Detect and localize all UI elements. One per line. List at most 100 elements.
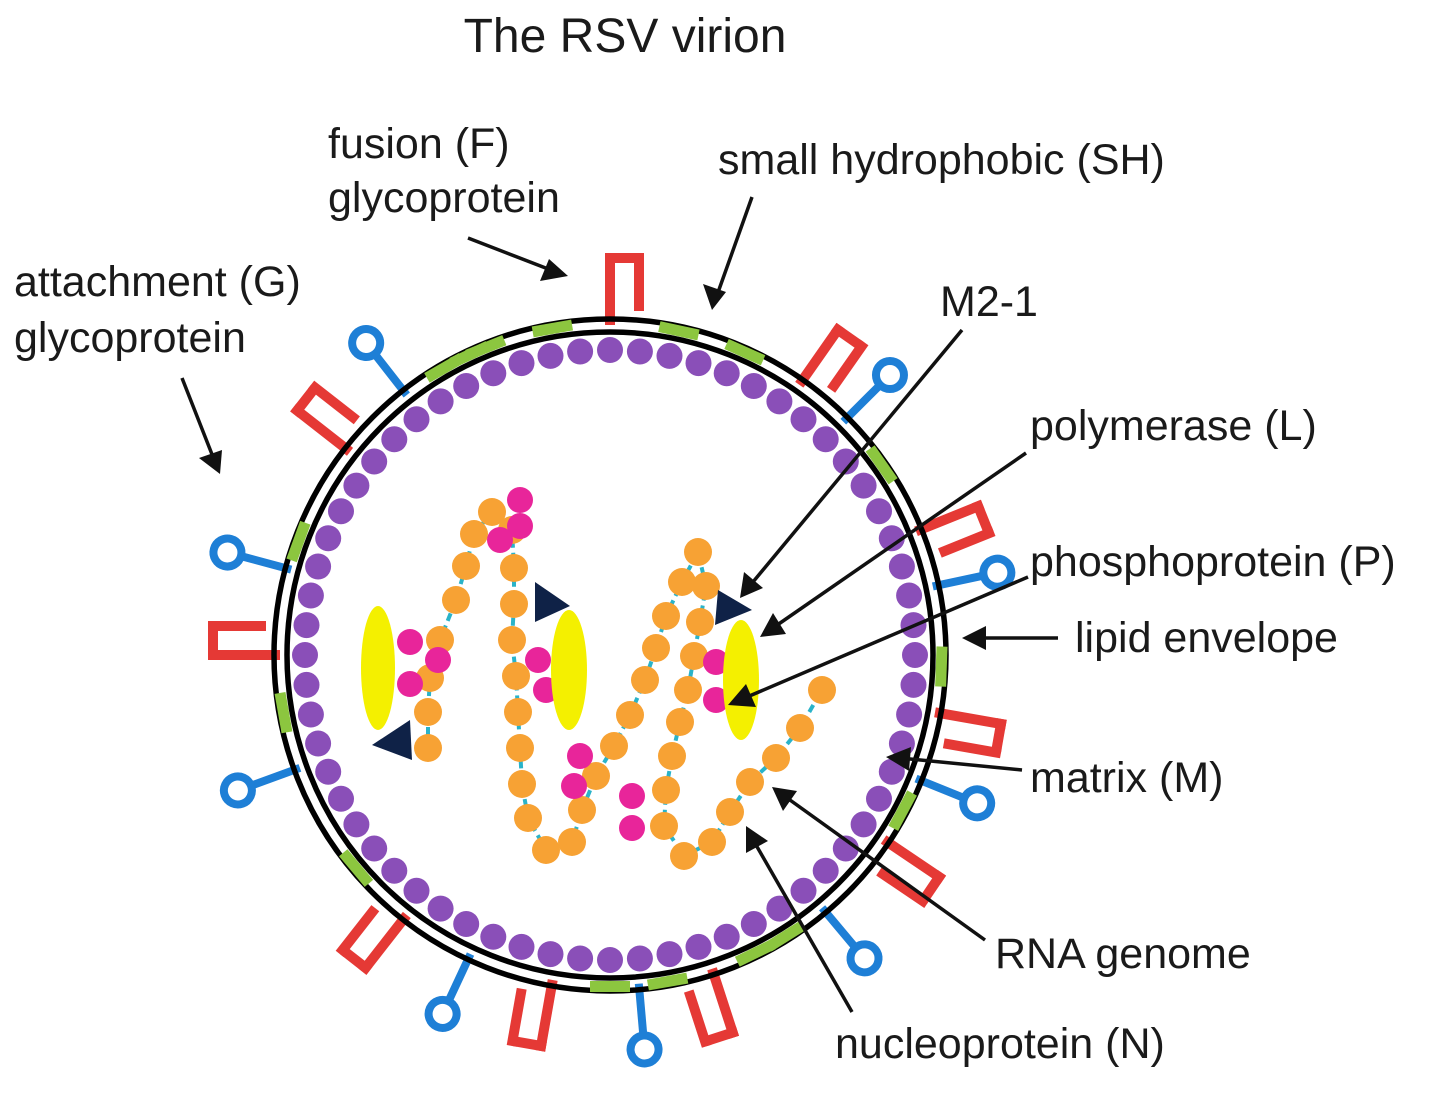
matrix-protein bbox=[427, 388, 454, 415]
matrix-protein bbox=[832, 835, 859, 862]
matrix-protein bbox=[866, 785, 892, 812]
matrix-protein bbox=[328, 498, 354, 525]
phosphoprotein bbox=[561, 773, 587, 799]
matrix-protein bbox=[812, 857, 839, 884]
phosphoprotein bbox=[487, 527, 513, 553]
nucleoprotein bbox=[514, 804, 542, 832]
matrix-protein bbox=[896, 582, 923, 609]
nucleoprotein bbox=[652, 776, 680, 804]
nucleoproteins bbox=[414, 498, 836, 870]
matrix-protein bbox=[812, 426, 839, 453]
matrix-protein bbox=[292, 642, 318, 668]
matrix-protein bbox=[685, 933, 712, 960]
nucleoprotein bbox=[500, 554, 528, 582]
nucleoprotein bbox=[674, 676, 702, 704]
matrix-protein-layer bbox=[292, 337, 928, 973]
matrix-protein bbox=[537, 941, 564, 968]
nucleoprotein bbox=[414, 734, 442, 762]
nucleoprotein bbox=[786, 714, 814, 742]
nucleoprotein bbox=[442, 586, 470, 614]
matrix-protein bbox=[305, 730, 332, 757]
matrix-protein bbox=[381, 426, 408, 453]
matrix-protein bbox=[567, 338, 594, 365]
diagram-title: The RSV virion bbox=[464, 10, 787, 63]
label-lipid-envelope: lipid envelope bbox=[1075, 614, 1338, 662]
attachment-glycoprotein bbox=[347, 323, 418, 403]
nucleoprotein bbox=[666, 708, 694, 736]
label-attachment-line1: attachment (G) bbox=[14, 258, 301, 306]
matrix-protein bbox=[740, 373, 767, 399]
matrix-protein bbox=[790, 406, 817, 433]
matrix-protein bbox=[328, 785, 354, 812]
phosphoprotein bbox=[567, 743, 593, 769]
matrix-protein bbox=[766, 388, 793, 415]
nucleoprotein bbox=[684, 538, 712, 566]
matrix-protein bbox=[896, 701, 923, 728]
matrix-protein bbox=[567, 945, 594, 972]
matrix-protein bbox=[297, 582, 324, 609]
matrix-protein bbox=[626, 945, 653, 972]
matrix-protein bbox=[427, 895, 454, 922]
label-polymerase: polymerase (L) bbox=[1030, 402, 1317, 450]
matrix-protein bbox=[850, 472, 877, 499]
matrix-protein bbox=[293, 612, 320, 639]
matrix-protein bbox=[626, 338, 653, 365]
matrix-protein bbox=[888, 553, 915, 580]
label-small-hydrophobic: small hydrophobic (SH) bbox=[718, 136, 1165, 184]
phosphoprotein bbox=[619, 783, 645, 809]
matrix-protein bbox=[597, 337, 623, 363]
matrix-protein bbox=[900, 671, 927, 698]
matrix-protein bbox=[305, 553, 332, 580]
nucleoprotein bbox=[478, 498, 506, 526]
label-fusion-line1: fusion (F) bbox=[328, 120, 510, 168]
matrix-protein bbox=[656, 342, 683, 369]
nucleoprotein bbox=[762, 744, 790, 772]
nucleoprotein bbox=[650, 812, 678, 840]
nucleoprotein bbox=[642, 634, 670, 662]
nucleoprotein bbox=[498, 626, 526, 654]
nucleoprotein bbox=[668, 568, 696, 596]
fusion-glycoprotein bbox=[605, 253, 644, 325]
matrix-protein bbox=[453, 373, 480, 399]
nucleoprotein bbox=[508, 770, 536, 798]
matrix-protein bbox=[480, 923, 507, 950]
nucleoprotein bbox=[502, 662, 530, 690]
nucleoprotein bbox=[414, 698, 442, 726]
nucleoprotein bbox=[500, 590, 528, 618]
matrix-protein bbox=[361, 835, 388, 862]
matrix-protein bbox=[480, 360, 507, 387]
nucleoprotein bbox=[532, 836, 560, 864]
nucleoprotein bbox=[506, 734, 534, 762]
nucleoprotein bbox=[808, 676, 836, 704]
fusion-glycoprotein bbox=[208, 621, 280, 660]
nucleoprotein bbox=[460, 520, 488, 548]
nucleoprotein bbox=[426, 626, 454, 654]
nucleoprotein bbox=[692, 572, 720, 600]
matrix-protein bbox=[832, 448, 859, 475]
matrix-protein bbox=[361, 448, 388, 475]
nucleoprotein bbox=[452, 552, 480, 580]
label-m2-1: M2-1 bbox=[940, 278, 1038, 326]
nucleoprotein bbox=[582, 762, 610, 790]
matrix-protein bbox=[878, 758, 905, 785]
matrix-protein bbox=[315, 525, 342, 552]
nucleoprotein bbox=[558, 828, 586, 856]
phosphoprotein bbox=[397, 671, 423, 697]
attachment-glycoprotein bbox=[811, 899, 884, 978]
matrix-protein bbox=[685, 350, 712, 377]
nucleoprotein bbox=[698, 828, 726, 856]
phosphoprotein bbox=[619, 815, 645, 841]
nucleoprotein bbox=[680, 642, 708, 670]
matrix-protein bbox=[902, 642, 928, 668]
nucleoprotein bbox=[670, 842, 698, 870]
phosphoproteins bbox=[397, 487, 729, 841]
attachment-glycoprotein bbox=[625, 982, 660, 1064]
small-hydrophobic-protein bbox=[590, 981, 630, 992]
nucleoprotein bbox=[658, 742, 686, 770]
m2-1-proteins bbox=[372, 582, 752, 760]
fusion-glycoprotein bbox=[335, 894, 411, 975]
nucleoprotein bbox=[600, 732, 628, 760]
nucleoprotein bbox=[631, 666, 659, 694]
matrix-protein bbox=[713, 923, 740, 950]
phosphoprotein bbox=[525, 647, 551, 673]
